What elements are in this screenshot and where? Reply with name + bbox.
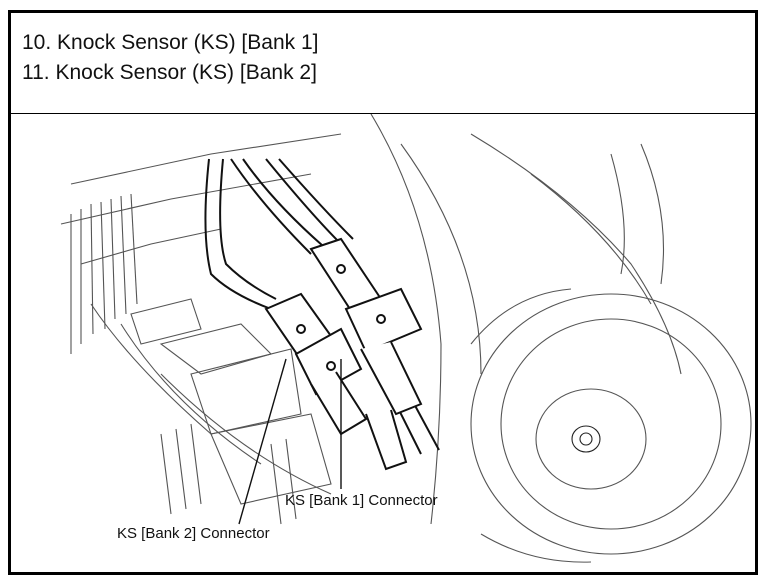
hatch	[270, 443, 282, 525]
bracket	[210, 413, 332, 505]
pulley-ring	[500, 318, 722, 530]
hatch	[160, 433, 172, 515]
engine-contour	[530, 173, 652, 305]
harness-wire	[242, 158, 324, 247]
bank2-connector-pin	[296, 324, 306, 334]
bracket	[130, 298, 202, 345]
engine-contour	[160, 373, 332, 495]
engine-contour	[370, 114, 442, 525]
bank1-connector-boot	[365, 409, 408, 471]
bank1-connector-label: KS [Bank 1] Connector	[285, 492, 438, 509]
pulley-inner	[535, 388, 647, 490]
figure-frame: 10. Knock Sensor (KS) [Bank 1] 11. Knock…	[8, 10, 758, 575]
hatch	[120, 195, 127, 315]
bank2-connector-tip	[310, 371, 368, 436]
bank1-connector-pin	[376, 314, 386, 324]
bracket	[190, 348, 302, 435]
bank2-connector-lock	[294, 327, 363, 396]
harness-wire	[278, 158, 354, 240]
engine-contour	[60, 173, 312, 225]
hatch	[190, 423, 202, 505]
hatch	[110, 198, 116, 320]
legend-item-11: 11. Knock Sensor (KS) [Bank 2]	[22, 61, 317, 84]
engine-contour	[80, 228, 222, 265]
bracket	[159, 323, 273, 375]
bolt-head	[571, 425, 601, 453]
pulley-edge	[470, 288, 572, 345]
bolt-center	[579, 432, 593, 446]
harness-wire	[265, 158, 342, 245]
engine-contour	[400, 143, 482, 375]
bank1-connector-pin	[336, 264, 346, 274]
bank2-connector-pin	[326, 361, 336, 371]
engine-contour	[70, 133, 342, 185]
engine-contour	[610, 153, 625, 275]
bank2-connector-label: KS [Bank 2] Connector	[117, 525, 270, 542]
bank1-connector-tip	[360, 341, 423, 416]
engine-contour	[120, 323, 262, 465]
pulley-outer	[470, 293, 752, 555]
hatch	[130, 193, 138, 305]
engine-contour	[90, 303, 212, 435]
bank2-leader-line	[238, 358, 287, 525]
engine-contour	[470, 133, 682, 375]
hatch	[90, 203, 94, 335]
engine-line-drawing	[60, 114, 752, 563]
engine-contour	[640, 143, 665, 285]
hatch	[175, 428, 187, 510]
harness-wire	[204, 158, 272, 310]
hatch	[285, 438, 297, 520]
pulley-edge	[480, 533, 592, 563]
legend-header: 10. Knock Sensor (KS) [Bank 1] 11. Knock…	[11, 13, 755, 114]
harness-wire	[219, 158, 277, 300]
legend-item-10: 10. Knock Sensor (KS) [Bank 1]	[22, 31, 319, 54]
hatch	[100, 201, 106, 330]
harness-wire	[230, 158, 312, 255]
engine-diagram: KS [Bank 1] Connector KS [Bank 2] Connec…	[11, 114, 755, 572]
